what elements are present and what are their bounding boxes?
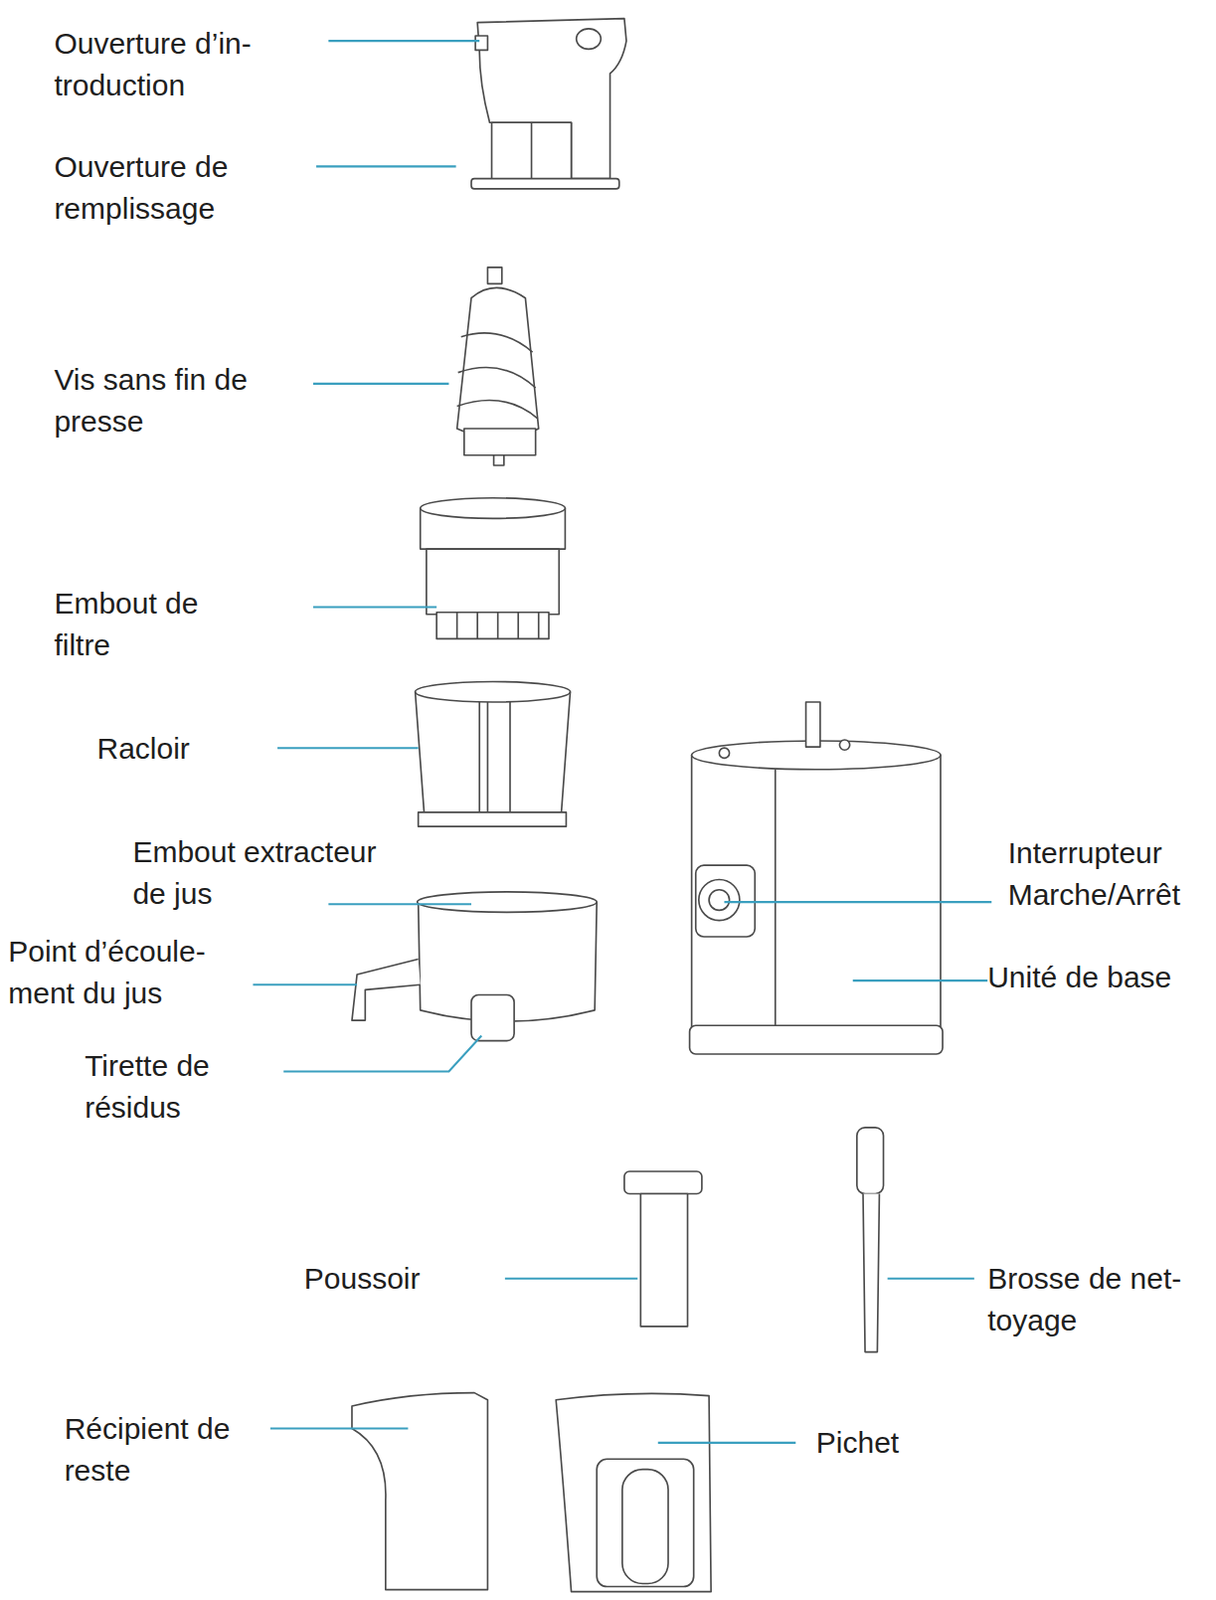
hopper-line — [530, 122, 533, 182]
leader-line — [505, 1277, 638, 1280]
part-label: Vis sans fin de presse — [53, 358, 252, 443]
base-nut — [718, 747, 729, 758]
leader-line — [887, 1277, 975, 1280]
part-label: Ouverture de remplissage — [53, 146, 233, 230]
brush-handle — [863, 1194, 879, 1353]
leader-line — [723, 900, 992, 903]
hopper-tab — [475, 35, 488, 50]
part-label: Récipient de reste — [64, 1407, 235, 1492]
leader-line — [316, 165, 457, 168]
bowl-spout — [351, 959, 421, 1022]
brush-head — [857, 1127, 884, 1195]
scraper-frame — [415, 692, 571, 817]
filter-ribs — [457, 612, 539, 640]
part-label: Brosse de net- toyage — [987, 1257, 1187, 1342]
bowl-top — [417, 891, 598, 913]
scraper-ring — [418, 812, 567, 827]
part-label: Ouverture d’in- troduction — [53, 22, 256, 107]
leader-lines — [252, 40, 992, 1443]
part-label: Tirette de résidus — [84, 1044, 214, 1129]
base-seam — [774, 769, 777, 1027]
part-label: Interrupteur Marche/Arrêt — [1008, 832, 1186, 916]
leader-line — [328, 902, 472, 905]
part-label: Poussoir — [304, 1257, 421, 1300]
auger-tip — [487, 267, 502, 284]
auger-body — [457, 287, 539, 439]
leader-line — [252, 983, 357, 986]
filter-body — [426, 548, 559, 615]
leader-line — [328, 39, 480, 42]
hopper-front — [492, 122, 572, 182]
leader-line — [313, 606, 437, 609]
leader-line — [270, 1426, 409, 1429]
waste-container — [351, 1392, 488, 1590]
base-foot — [690, 1025, 943, 1054]
hopper-base — [471, 178, 620, 189]
base-body — [692, 754, 941, 1031]
pusher-cap — [624, 1171, 702, 1195]
switch-center — [708, 889, 730, 911]
jug-handle — [622, 1469, 669, 1584]
part-label: Point d’écoule- ment du jus — [7, 930, 210, 1015]
pusher-stem — [640, 1194, 688, 1327]
part-label: Racloir — [96, 727, 189, 770]
auger-spiral — [461, 333, 533, 352]
part-label: Embout extracteur de jus — [132, 831, 381, 915]
scraper-bars — [479, 701, 511, 815]
switch-knob — [698, 879, 740, 921]
base-nut — [839, 739, 850, 750]
hopper-chute — [576, 28, 602, 50]
parts — [351, 18, 943, 1592]
filter-top — [420, 498, 566, 520]
leader-line — [853, 979, 988, 982]
part-label: Embout de filtre — [53, 582, 203, 667]
leader-line — [277, 746, 419, 749]
jug-inner — [596, 1458, 694, 1586]
part-label: Unité de base — [987, 956, 1172, 999]
auger-shaft — [494, 455, 505, 466]
leader-line — [283, 1036, 482, 1072]
leader-line — [658, 1441, 797, 1444]
scraper-top — [415, 681, 571, 702]
base-shaft — [806, 701, 821, 747]
jug-body — [555, 1392, 711, 1591]
bowl-tirette — [471, 994, 515, 1041]
auger-spiral — [457, 399, 538, 418]
part-label: Pichet — [816, 1421, 899, 1464]
auger-spiral — [458, 366, 536, 388]
leader-line — [313, 382, 449, 385]
auger-gear — [464, 428, 536, 456]
filter-bottom — [436, 612, 549, 640]
